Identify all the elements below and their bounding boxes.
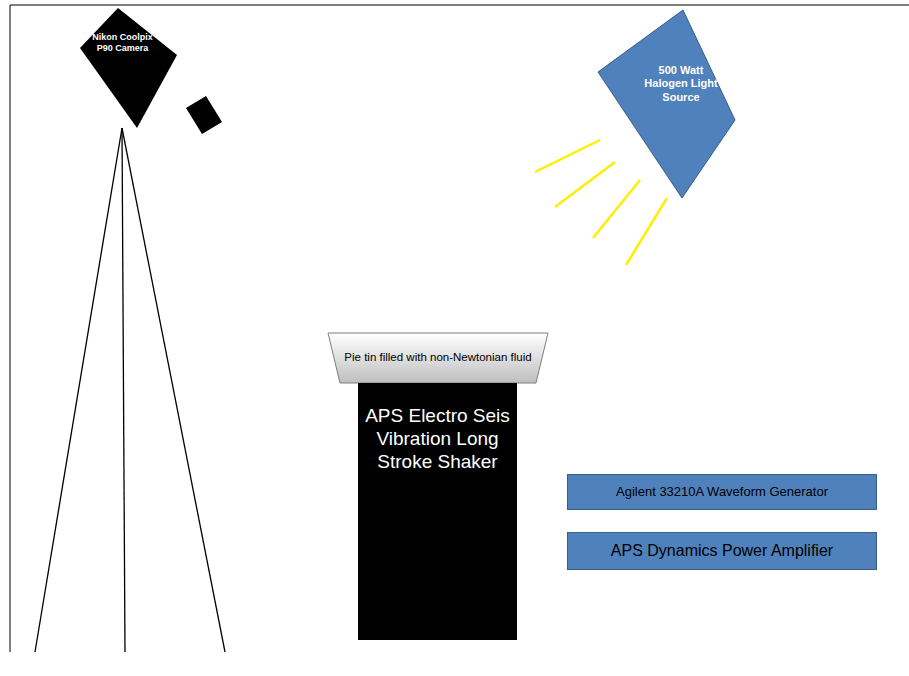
pie-tin: Pie tin filled with non-Newtonian fluid xyxy=(328,333,548,383)
node-label: Nikon Coolpix P90 Camera xyxy=(88,32,157,54)
camera-body-shape xyxy=(80,8,177,128)
tripod-leg xyxy=(122,128,125,652)
light-source-shape xyxy=(598,10,735,198)
frame-line xyxy=(10,5,11,652)
waveform-generator-box: Agilent 33210A Waveform Generator xyxy=(567,474,877,510)
node-label: 500 Watt Halogen Light Source xyxy=(643,64,719,104)
frame-line xyxy=(10,5,909,6)
node-label: APS Dynamics Power Amplifier xyxy=(611,541,833,560)
tripod-leg xyxy=(122,128,225,652)
pie-tin-shape xyxy=(328,333,548,383)
light-rays xyxy=(535,140,667,265)
tripod-leg xyxy=(35,128,122,652)
camera-lens xyxy=(186,96,222,134)
shaker-box: APS Electro Seis Vibration Long Stroke S… xyxy=(358,383,517,640)
node-label: Agilent 33210A Waveform Generator xyxy=(616,484,828,500)
camera-body: Nikon Coolpix P90 Camera xyxy=(85,18,160,68)
node-label: Pie tin filled with non-Newtonian fluid xyxy=(344,351,531,365)
power-amplifier-box: APS Dynamics Power Amplifier xyxy=(567,532,877,570)
node-label: APS Electro Seis Vibration Long Stroke S… xyxy=(361,405,514,473)
light-source: 500 Watt Halogen Light Source xyxy=(640,50,722,118)
